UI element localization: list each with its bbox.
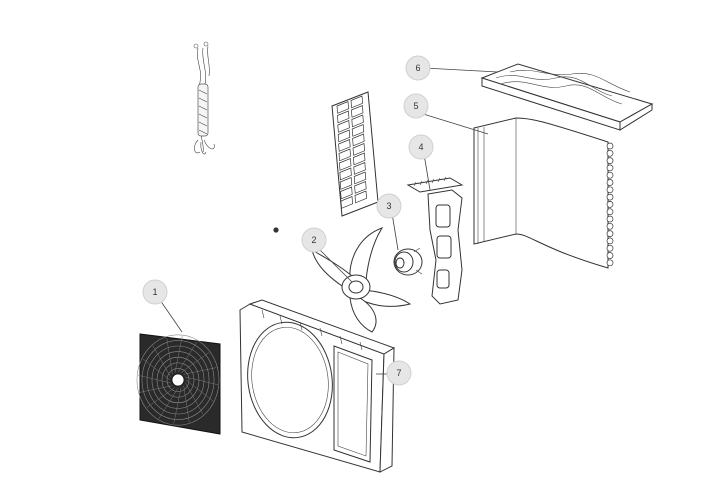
coil-tube-end: [606, 230, 614, 237]
callout-5-label: 5: [413, 101, 418, 111]
callout-1: 1: [142, 279, 168, 305]
callout-7-label: 7: [396, 368, 401, 378]
callout-3-label: 3: [386, 201, 391, 211]
coil-tube-end: [606, 193, 614, 201]
grille-spoke: [180, 352, 210, 373]
grille-spoke: [185, 376, 218, 385]
front-panel: [239, 299, 396, 473]
coil-tube-end: [606, 215, 614, 223]
grille-spoke: [173, 387, 182, 424]
motor-bracket: [406, 176, 464, 305]
grille-spoke: [142, 358, 171, 381]
callout-7: 7: [386, 360, 412, 386]
grille-spoke: [166, 337, 173, 375]
callout-1-label: 1: [152, 287, 157, 297]
grille-cell: [351, 104, 364, 118]
grille-cell: [354, 190, 367, 204]
grille-cell: [339, 176, 353, 190]
coil-tube-end: [606, 201, 614, 208]
grille-cell: [352, 133, 365, 147]
grille-spoke: [139, 385, 173, 393]
grille-spoke: [185, 382, 204, 415]
grille-ring: [161, 362, 195, 398]
grille-ring: [136, 334, 220, 426]
coil-tube-end: [606, 157, 614, 164]
condenser-coil: [473, 117, 614, 269]
coil-tube-end: [606, 237, 614, 245]
grille-cell: [353, 152, 366, 166]
coil-tube-end: [606, 179, 614, 186]
grille-spoke: [185, 379, 214, 402]
grille-spoke: [183, 367, 217, 375]
grille-cell: [351, 114, 364, 128]
wiring-harness: [193, 41, 215, 155]
leader-lines: [159, 67, 499, 375]
grille-ring: [151, 351, 205, 409]
coil-tube-end: [606, 208, 614, 216]
grille-cell: [339, 167, 352, 181]
callout-2-label: 2: [311, 235, 316, 245]
fan-blade: [311, 227, 412, 333]
callout-5: 5: [403, 93, 429, 119]
coil-tube-end: [606, 244, 614, 252]
grille-ring: [166, 368, 190, 392]
grille-spoke: [146, 387, 176, 408]
grille-spoke: [152, 345, 171, 378]
grille-spoke: [177, 341, 198, 373]
grille-spoke: [158, 387, 179, 419]
grille-cell: [340, 186, 353, 200]
grille-cell: [340, 195, 353, 209]
coil-tube-end: [606, 171, 614, 179]
grille-cell: [353, 171, 367, 185]
grille-cell: [354, 180, 367, 194]
grille-cell: [352, 142, 365, 156]
coil-tube-end: [606, 222, 614, 230]
coil-tube-end: [606, 252, 614, 259]
grille-ring: [146, 345, 210, 415]
callout-2: 2: [301, 227, 327, 253]
grille-ring: [141, 340, 215, 420]
grille-cell: [337, 110, 350, 124]
front-grille: [136, 333, 221, 435]
callout-6-label: 6: [415, 63, 420, 73]
grille-spoke: [183, 385, 190, 423]
grille-cell: [351, 123, 365, 137]
grille-cell: [338, 148, 351, 162]
callout-4-label: 4: [418, 142, 423, 152]
grille-cell: [337, 129, 351, 143]
grille-cell: [353, 161, 366, 175]
callout-4: 4: [408, 134, 434, 160]
coil-tube-end: [606, 259, 614, 267]
grille-cell: [350, 95, 363, 109]
grille-cell: [337, 119, 350, 133]
rear-grille-panel: [331, 91, 379, 217]
coil-tube-end: [606, 164, 614, 172]
grille-spoke: [138, 375, 171, 384]
callout-6: 6: [405, 55, 431, 81]
top-cover: [480, 63, 654, 131]
fan-motor: [393, 247, 423, 276]
grille-cell: [336, 100, 349, 114]
grille-spoke: [174, 336, 183, 373]
screw: [273, 227, 279, 233]
grille-cell: [339, 157, 352, 171]
coil-tube-end: [606, 186, 614, 194]
coil-tube-end: [606, 149, 614, 157]
callout-3: 3: [376, 193, 402, 219]
grille-cell: [338, 138, 351, 152]
coil-tube-end: [606, 142, 614, 150]
